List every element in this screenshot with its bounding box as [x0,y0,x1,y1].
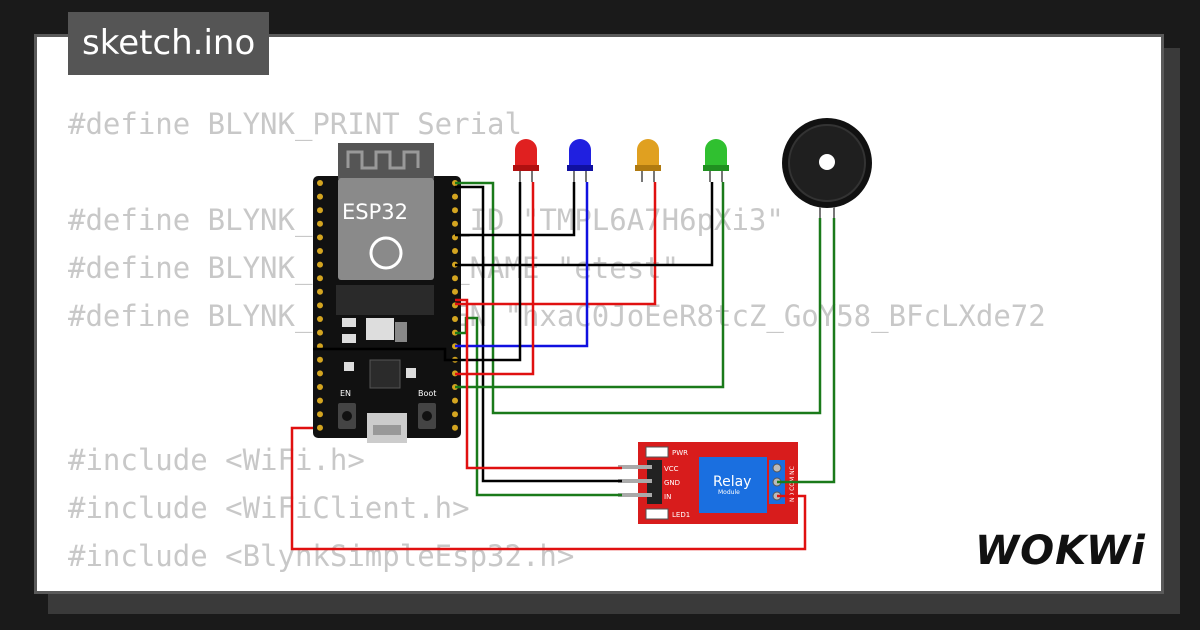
board-trace-area [336,285,434,315]
header-pin[interactable] [317,193,323,200]
wire-red [290,426,807,551]
en-button-label: EN [340,389,351,398]
header-pin[interactable] [317,397,323,404]
smd-component [342,318,356,327]
esp32-label: ESP32 [342,200,408,224]
header-pin[interactable] [317,261,323,268]
header-pin[interactable] [317,343,323,350]
header-pin[interactable] [452,288,458,295]
relay-label: Relay [713,474,751,490]
pwr-led [645,446,669,458]
header-pin[interactable] [317,329,323,336]
header-pin[interactable] [317,356,323,363]
boot-button-cap [422,411,432,421]
header-pin[interactable] [452,397,458,404]
wokwi-logo: WOKWi [975,528,1146,574]
header-pin[interactable] [317,288,323,295]
header-pin[interactable] [452,424,458,431]
header-pin[interactable] [452,220,458,227]
code-line: #include <WiFi.h> [68,443,365,477]
wire-blue [455,182,589,348]
file-title-tab[interactable]: sketch.ino [68,12,270,75]
wire-black [455,185,622,483]
header-pin[interactable] [317,411,323,418]
wire-black [455,182,714,267]
led1-label: LED1 [672,511,690,519]
header-pin[interactable] [317,384,323,390]
usb-port-inner [373,425,401,435]
wire-green [455,181,822,415]
relay-terminal-labels: NO COM NC [789,466,796,502]
header-pin[interactable] [452,207,458,214]
wire-red [455,182,657,306]
smd-component [342,334,356,343]
header-pin[interactable] [317,220,323,227]
espressif-logo-icon [369,236,403,270]
antenna-trace [346,150,420,170]
header-pin[interactable] [317,207,323,214]
header-pin[interactable] [317,302,323,309]
smd-component [344,362,354,371]
pwr-led-label: PWR [672,449,688,457]
en-button-cap [342,411,352,421]
led-green-body [705,139,727,170]
led-red-body [515,139,537,170]
left-pin-header [317,180,323,431]
header-pin[interactable] [317,180,323,186]
esp32-antenna [338,143,434,179]
header-pin[interactable] [452,193,458,200]
led-blue-body [569,139,591,170]
wire-green [455,316,622,497]
header-pin[interactable] [452,411,458,418]
header-pin[interactable] [452,248,458,254]
led-green[interactable] [703,139,729,182]
wires [290,181,836,551]
relay-body [699,457,767,513]
voltage-regulator [366,318,394,340]
usb-chip [369,359,401,389]
wire-red [455,298,622,470]
smd-component [406,368,416,378]
esp32-module [338,178,434,280]
smd-component [395,322,407,342]
buzzer[interactable] [782,118,872,218]
relay-pin-gnd: GND [664,479,680,487]
code-line: #include <BlynkSimpleEsp32.h> [68,539,575,573]
led-red[interactable] [513,139,539,182]
relay-pin-in: IN [664,493,671,501]
wire-red [455,182,535,376]
header-pin[interactable] [317,275,323,282]
led-blue[interactable] [567,139,593,182]
relay-sublabel: Module [718,489,740,496]
wire-green [777,218,836,484]
relay-pin-vcc: VCC [664,465,679,473]
esp32-board[interactable]: ESP32 EN Boot [313,143,461,443]
wire-black [313,182,522,362]
header-pin[interactable] [317,234,323,241]
code-line: #define BLYNK_PRINT Serial [68,107,522,141]
header-pin[interactable] [317,248,323,254]
header-pin[interactable] [317,370,323,377]
header-pin[interactable] [452,275,458,282]
led1 [645,508,669,520]
buzzer-hole [819,154,835,170]
wire-green [455,182,725,389]
header-pin[interactable] [317,316,323,322]
header-pin[interactable] [452,316,458,322]
canvas-frame [34,34,1164,594]
boot-button-label: Boot [418,389,436,398]
header-pin[interactable] [317,424,323,431]
led-yellow-body [637,139,659,170]
relay-module[interactable]: PWR LED1 VCC GND IN Relay Module NO COM … [618,442,798,524]
wire-black [455,182,576,237]
code-line: #include <WiFiClient.h> [68,491,470,525]
led-yellow[interactable] [635,139,661,182]
